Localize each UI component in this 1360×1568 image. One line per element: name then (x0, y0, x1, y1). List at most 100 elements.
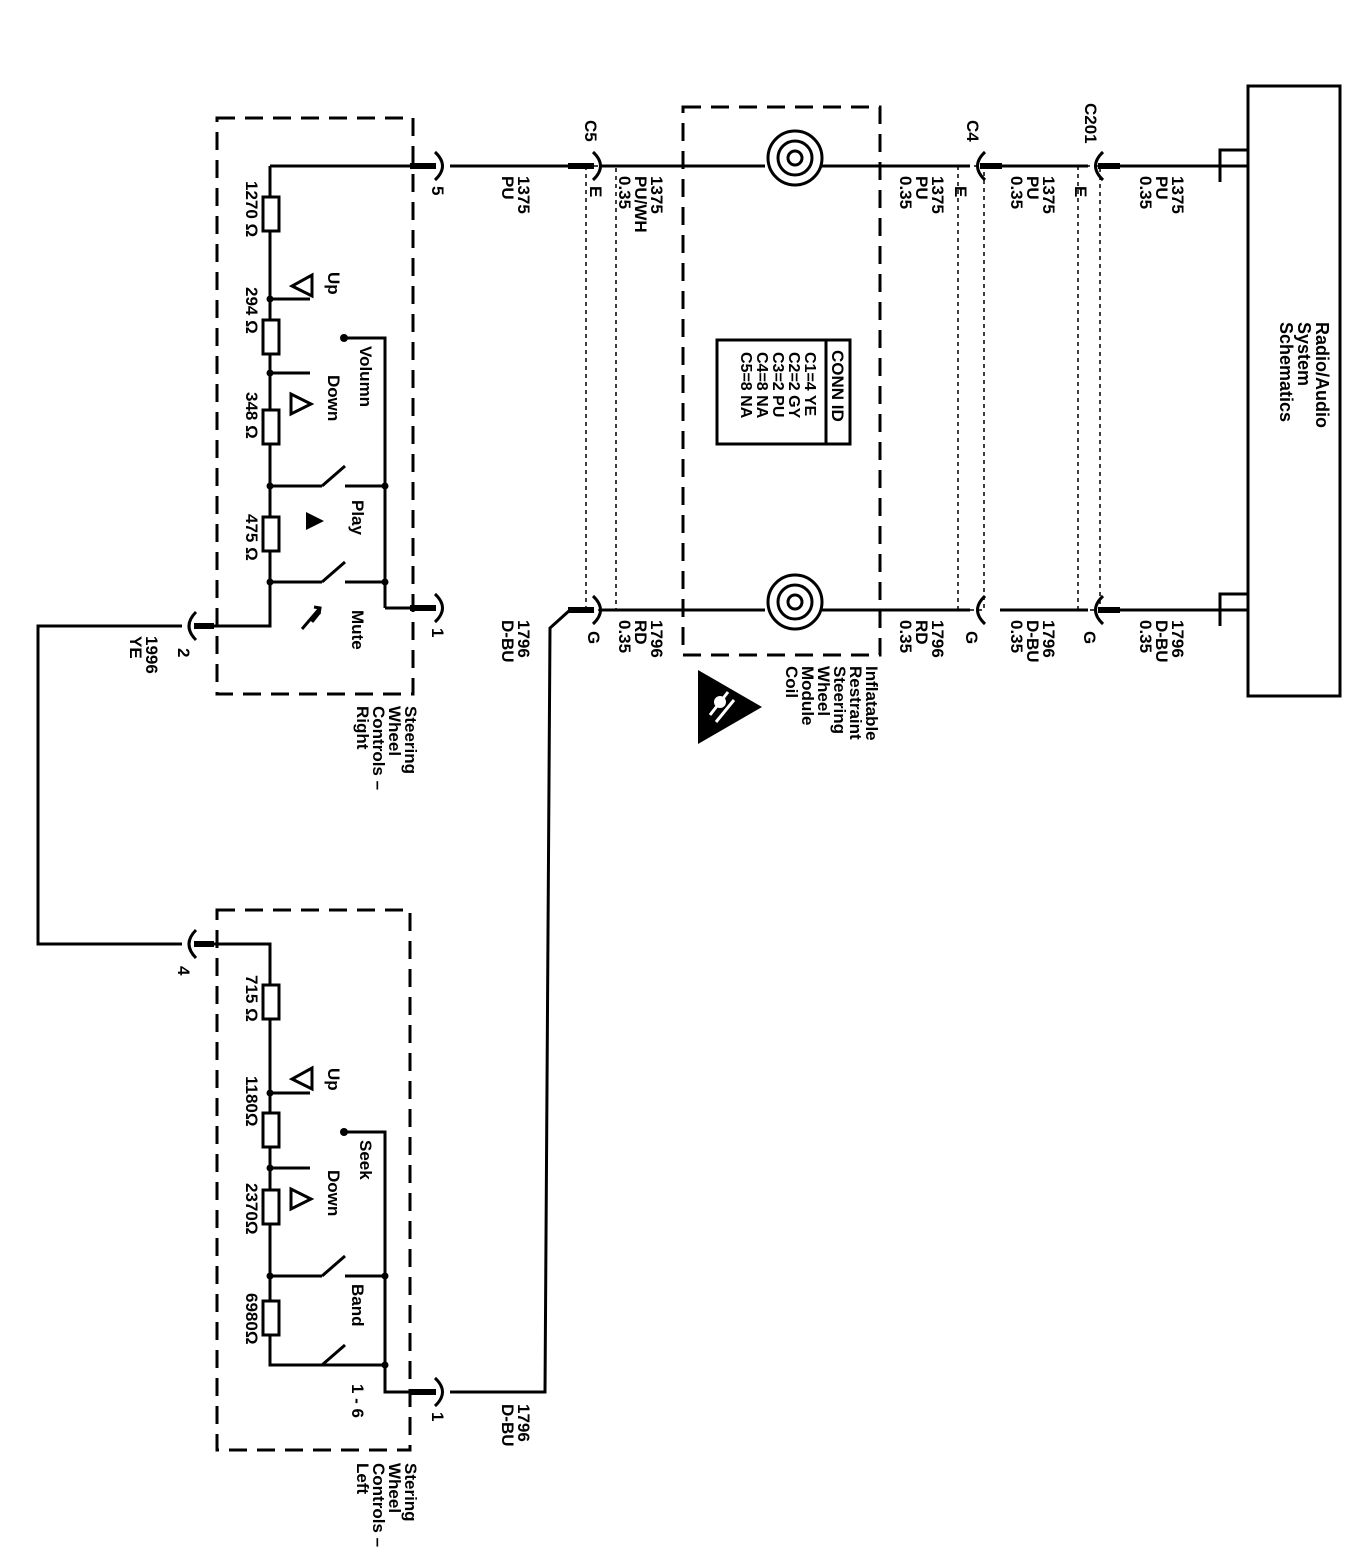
connector-c201-label: C201 (1081, 103, 1100, 144)
pin-label: G (1080, 631, 1099, 644)
connector-left-4 (187, 928, 214, 960)
wire-label: D-BU (498, 620, 517, 663)
wire-label: YE (126, 636, 145, 659)
resistor-1270 (261, 195, 281, 233)
wire-label: 1796 (1168, 620, 1187, 658)
label-up: Up (324, 1068, 343, 1091)
conn-id-row: C3=2 PU (769, 352, 786, 417)
radio-terminal-e (1218, 148, 1248, 182)
up-arrow-icon (288, 1065, 314, 1092)
conn-id-table: CONN ID C1=4 YE C2=2 GY C3=2 PU C4=8 NA … (715, 338, 852, 446)
radio-label-1: Radio/Audio (1312, 322, 1332, 428)
label-presets: 1 - 6 (348, 1384, 367, 1418)
harness-c201 (1077, 165, 1101, 611)
play-icon (306, 512, 324, 530)
conn-id-row: C2=2 GY (785, 352, 802, 419)
connector-c4-label: C4 (963, 120, 982, 142)
switch-mute-icon (321, 560, 346, 584)
switch-play-icon (321, 464, 346, 488)
clock-spring-top-icon (766, 129, 824, 187)
wire-label: PU/WH (631, 176, 650, 233)
conn-id-row: C1=4 YE (801, 352, 818, 417)
connector-c5-g (568, 594, 602, 626)
resistor-label: 6980Ω (242, 1293, 261, 1344)
radio-system-box: Radio/Audio System Schematics (1218, 84, 1342, 698)
wire-label: 1796 (514, 620, 533, 658)
switch-band-icon (321, 1254, 346, 1278)
resistor-348 (261, 408, 281, 446)
wire-label: 1796 (928, 620, 947, 658)
wire-label: 0.35 (615, 620, 634, 653)
connector-right-1 (410, 592, 444, 624)
connector-c201-e (1094, 150, 1120, 182)
coil-label-6: Coil (782, 666, 801, 698)
resistor-label: 294 Ω (242, 287, 261, 334)
controls-right: 1270 Ω 294 Ω 348 Ω 475 Ω Up Volumn Down … (214, 116, 420, 790)
label-down: Down (324, 375, 343, 421)
radio-label-2: System (1294, 322, 1314, 386)
resistor-label: 715 Ω (242, 975, 261, 1022)
coil-module: CONN ID C1=4 YE C2=2 GY C3=2 PU C4=8 NA … (681, 105, 882, 744)
conn-id-row: C4=8 NA (753, 352, 770, 419)
mute-icon (300, 605, 322, 630)
coil-label-5: Module (798, 666, 817, 726)
wire-label: 1796 (1039, 620, 1058, 658)
wire-label: 1375 (1039, 176, 1058, 214)
pin-label: 5 (428, 186, 447, 195)
coil-label-3: Steering (830, 666, 849, 734)
controls-right-label-2: Wheel (385, 706, 404, 756)
harness-c5 (585, 165, 617, 611)
resistor-label: 475 Ω (242, 514, 261, 561)
wire-label: 0.35 (896, 176, 915, 209)
wire-label: PU (1023, 176, 1042, 200)
switch-presets-icon (321, 1343, 346, 1367)
conn-id-title: CONN ID (828, 350, 847, 422)
wire-label: 0.35 (1136, 620, 1155, 653)
connector-c4-g (976, 594, 987, 626)
wire-label: PU (498, 176, 517, 200)
coil-label-4: Wheel (814, 666, 833, 716)
wire-label: D-BU (1023, 620, 1042, 663)
connector-c5-label: C5 (581, 120, 600, 142)
pin-label: 4 (174, 966, 193, 976)
radio-label-3: Schematics (1276, 322, 1296, 422)
down-arrow-icon (289, 391, 315, 417)
resistor-715 (261, 983, 281, 1021)
radio-terminal-g (1218, 592, 1248, 626)
wire-label: D-BU (1152, 620, 1171, 663)
conn-id-row: C5=8 NA (737, 352, 754, 419)
down-arrow-icon (289, 1186, 315, 1212)
pin-label: 1 (428, 1412, 447, 1421)
wire-label: 1375 (928, 176, 947, 214)
coil-label-2: Restraint (846, 666, 865, 740)
wire-label: 0.35 (615, 176, 634, 209)
resistor-294 (261, 318, 281, 356)
pin-label: G (584, 631, 603, 644)
resistor-1180 (261, 1111, 281, 1149)
wire-label: 1996 (142, 636, 161, 674)
wire-g (385, 606, 1220, 1394)
wire-label: 1375 (647, 176, 666, 214)
wire-label: 0.35 (896, 620, 915, 653)
wire-label: RD (912, 620, 931, 645)
wire-label: 1375 (514, 176, 533, 214)
label-play: Play (348, 500, 367, 536)
resistor-label: 348 Ω (242, 392, 261, 439)
label-volume: Volumn (356, 346, 375, 407)
clock-spring-bottom-icon (766, 573, 824, 631)
wire-label: 1375 (1168, 176, 1187, 214)
controls-right-label-4: Right (353, 706, 372, 750)
harness-c4 (957, 165, 985, 611)
label-up: Up (324, 272, 343, 295)
connector-right-2 (187, 610, 214, 642)
wire-label: 1796 (647, 620, 666, 658)
connector-left-1 (410, 1376, 444, 1408)
wire-label: PU (1152, 176, 1171, 200)
up-arrow-icon (288, 272, 314, 299)
resistor-label: 1270 Ω (242, 181, 261, 237)
resistor-475 (261, 515, 281, 553)
pin-label: E (1071, 186, 1090, 197)
wire-label: 1796 (514, 1404, 533, 1442)
connector-c4-e (976, 150, 1002, 182)
